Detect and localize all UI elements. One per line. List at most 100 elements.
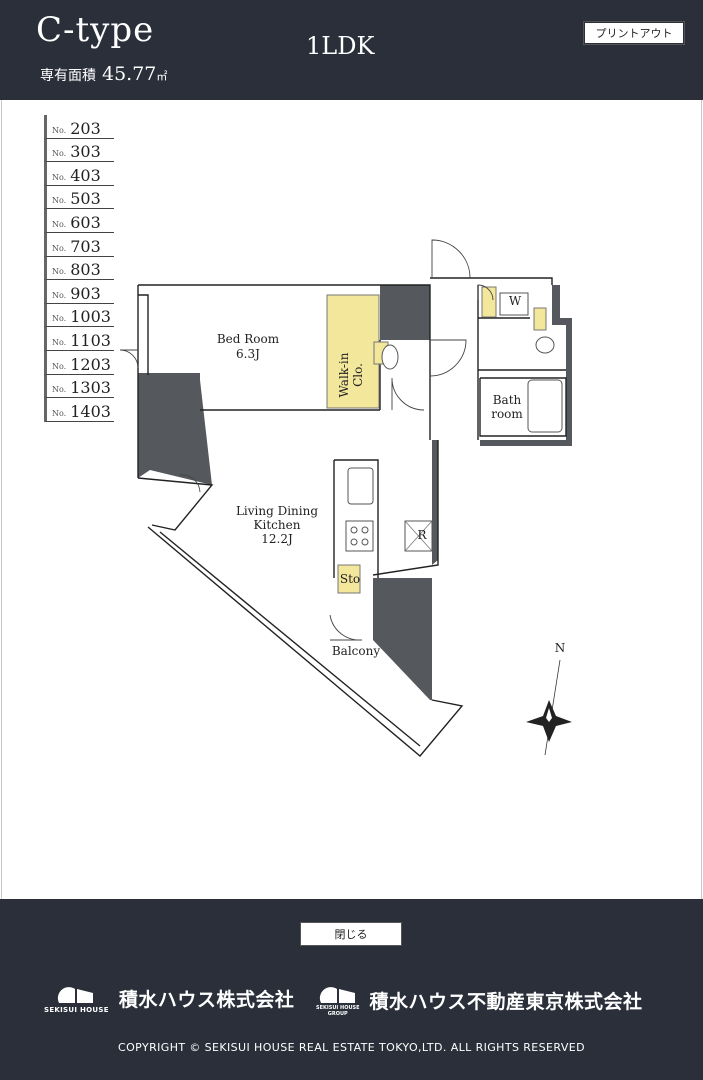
sekisui-house-mark: SEKISUI HOUSE [44,983,109,1014]
sekisui-house-group-mark: SEKISUI HOUSE GROUP [316,983,360,1017]
walkin-label-2: Clo. [351,363,365,387]
outline-balcony [147,526,464,757]
unit-link[interactable]: No.203 [44,115,114,139]
washer-shelf [481,286,497,318]
unit-no-prefix: No. [52,290,67,300]
logo2-company-name: 積水ハウス不動産東京株式会社 [369,990,643,1013]
fixtures [345,292,563,552]
unit-link[interactable]: No.803 [44,256,114,281]
compass-needle [544,659,561,756]
floor-area-value: 45.77 [102,63,157,85]
balcony-label: Balcony [332,644,380,658]
unit-no-prefix: No. [52,243,67,253]
bedroom-door [391,377,425,411]
unit-no-prefix: No. [52,337,67,347]
unit-link[interactable]: No.503 [44,185,114,210]
wall-masses [138,285,572,705]
ldk-label-2: Kitchen [254,518,301,532]
outline-ldk-west [137,477,214,531]
wall-east-ldk [432,440,438,565]
logo2-caption-1: SEKISUI HOUSE [316,1005,360,1011]
balcony-rail [159,531,421,747]
unit-type-title: C-type [36,10,155,50]
stove-burner [361,526,369,534]
outline-north [138,284,431,440]
unit-link[interactable]: No.403 [44,162,114,186]
floor-area-unit: ㎡ [156,70,168,83]
logo1-company-name: 積水ハウス株式会社 [118,989,295,1011]
unit-link[interactable]: No.603 [44,209,114,233]
unit-link[interactable]: No.903 [44,280,114,304]
wall-lines [137,277,567,757]
balcony-door [329,614,363,641]
unit-number: 1203 [70,354,111,374]
outline-ldk-east [372,440,439,576]
kitchen-counter [334,459,379,578]
unit-number: 503 [70,189,101,209]
floor-area-label: 専有面積 [40,68,96,84]
washroom-door [477,284,494,301]
unit-no-prefix: No. [52,385,67,395]
unit-number: 1103 [70,330,111,350]
sekisui-house-logo: SEKISUI HOUSE 積水ハウス株式会社 [44,983,294,1014]
unit-link[interactable]: No.703 [44,232,114,257]
bedroom-size: 6.3J [236,347,260,361]
bedroom-window [138,294,149,375]
unit-link[interactable]: No.1403 [44,398,114,422]
unit-number: 803 [70,260,101,280]
unit-no-prefix: No. [52,361,67,371]
unit-number: 1003 [70,307,111,327]
ldk-size: 12.2J [261,532,293,546]
plan-type: 1LDK [306,32,375,60]
compass-north-label: N [555,641,566,655]
unit-link[interactable]: No.303 [44,138,114,163]
unit-number: 1303 [70,378,111,398]
unit-number: 603 [70,212,101,232]
unit-no-prefix: No. [52,125,67,135]
bedroom-side-door [119,349,139,369]
unit-no-prefix: No. [52,172,67,182]
fridge-label: R [417,528,427,542]
wall-core [380,285,430,340]
unit-number: 403 [70,165,101,185]
unit-no-prefix: No. [52,196,67,206]
unit-number: 303 [70,142,101,162]
sekisui-house-group-icon [319,987,355,1003]
walk-in-closet [326,294,380,409]
storage-closet [337,564,361,594]
unit-no-prefix: No. [52,149,67,159]
door-swings [119,239,494,641]
washer-pan [499,292,529,316]
unit-number-list: No.203 No.303 No.403 No.503 No.603 No.70… [44,115,114,422]
copyright-text: COPYRIGHT © SEKISUI HOUSE REAL ESTATE TO… [118,1041,585,1054]
compass-icon: N [526,641,572,756]
walkin-label-1: Walk-in [337,352,351,397]
unit-no-prefix: No. [52,219,67,229]
storage-areas [326,286,547,594]
sekisui-house-icon [58,987,94,1003]
unit-link[interactable]: No.1303 [44,374,114,399]
compass-star-center [546,708,552,722]
wall-west [138,373,212,485]
fridge-cross [404,520,433,552]
unit-link[interactable]: No.1203 [44,350,114,375]
toilet-bowl [381,344,399,370]
kitchen-stove [345,520,374,552]
floorplan-drawing: Bed Room 6.3J Walk-in Clo. W Bath room L… [119,239,572,757]
logo1-caption: SEKISUI HOUSE [44,1006,109,1014]
unit-number: 203 [70,118,101,138]
wall-south [373,578,462,705]
unit-link[interactable]: No.1003 [44,303,114,328]
bedroom-name: Bed Room [217,332,280,346]
fridge-cross-line [404,520,433,552]
outline-wet-north [430,277,553,285]
print-button[interactable]: プリントアウト [583,21,685,45]
unit-number: 1403 [70,401,111,421]
ldk-label-1: Living Dining [236,504,318,518]
header-bar: C-type 専有面積 45.77㎡ 1LDK プリントアウト [0,0,703,100]
unit-no-prefix: No. [52,314,67,324]
bath-label-1: Bath [493,393,522,407]
close-button[interactable]: 閉じる [300,922,402,946]
storage-label: Sto [340,572,360,586]
unit-link[interactable]: No.1103 [44,327,114,351]
